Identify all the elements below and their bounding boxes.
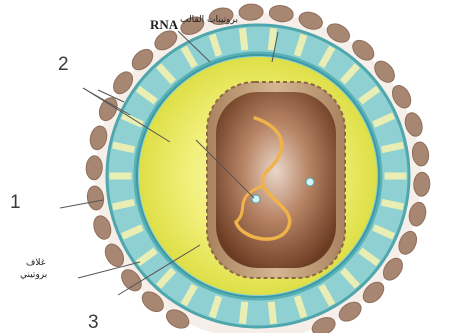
envelope-stripe <box>385 173 407 180</box>
label-bottom-left-arabic-2: بروتيني <box>20 270 47 280</box>
envelope-stripe <box>110 173 132 180</box>
label-bottom-left-arabic-1: غلاف <box>26 258 46 268</box>
label-number-2: 2 <box>58 54 69 75</box>
core-capsid <box>207 82 345 278</box>
label-number-3: 3 <box>88 312 99 333</box>
label-number-1: 1 <box>10 192 21 213</box>
label-rna: RNA <box>150 17 179 32</box>
spike <box>239 4 264 21</box>
label-top-right-arabic: بروتينات القالب <box>180 15 238 25</box>
